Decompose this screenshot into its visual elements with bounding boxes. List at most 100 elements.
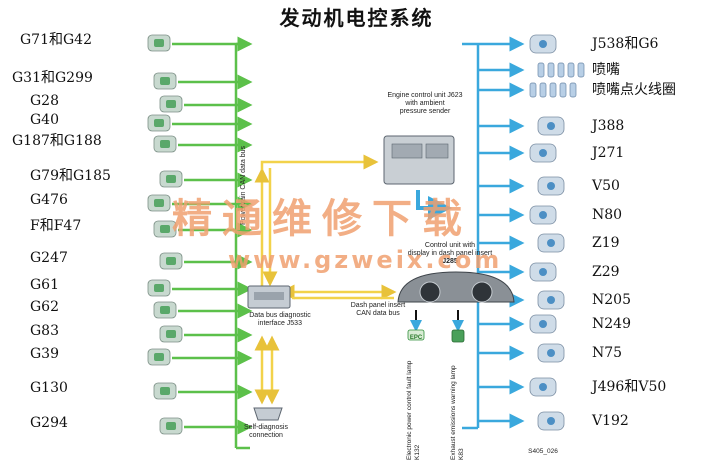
figure-code: S405_026 [528,448,558,455]
dash-label-line1: Control unit with [424,242,476,249]
input-sensor-label: G62 [30,299,59,315]
output-actuator-label: V50 [592,178,620,194]
diagnosis-connector-icon [253,407,283,421]
injector-icon [557,62,565,78]
gauge-icon [471,281,493,303]
injector-icon [569,82,577,98]
gauge-icon [419,281,441,303]
sensor-connector-icon [166,257,176,265]
actuator-core-icon [547,182,555,190]
ecu-connector-icon [391,143,423,159]
ecu-unit-icon [383,135,455,185]
actuator-core-icon [539,320,547,328]
watermark-text: 精通维修下载 [172,196,472,242]
actuator-core-icon [547,417,555,425]
epc-lamp-icon [407,329,425,341]
ecu-output-arrow [416,190,452,220]
output-actuator-label: Z19 [592,235,620,251]
output-actuator-label: 喷嘴 [592,62,620,78]
ecu-connector-icon [425,143,449,159]
watermark-url: www.gzweix.com [228,246,503,274]
actuator-core-icon [539,211,547,219]
can-label-line1: Dash panel insert [350,302,406,309]
gateway-connector-icon [254,292,284,300]
input-sensor-label: G39 [30,346,59,362]
actuator-core-icon [539,383,547,391]
input-sensor-label: G187和G188 [12,133,102,149]
injector-icon [549,82,557,98]
input-sensor-label: G31和G299 [12,70,93,86]
injector-icon [577,62,585,78]
sensor-connector-icon [154,199,164,207]
gateway-label-line2: interface J533 [258,320,302,327]
can-label-line2: CAN data bus [356,310,400,317]
sensor-connector-icon [166,422,176,430]
output-actuator-label: N75 [592,345,623,361]
injector-icon [567,62,575,78]
input-sensor-label: G79和G185 [30,168,111,184]
gateway-label-line1: Data bus diagnostic [249,312,311,319]
actuator-core-icon [539,268,547,276]
sensor-connector-icon [154,353,164,361]
actuator-core-icon [539,149,547,157]
output-actuator-label: 喷嘴点火线圈 [592,82,676,98]
input-sensor-label: G130 [30,380,68,396]
ecu-label-line3: pressure sender [399,108,451,115]
ecu-label: Engine control unit J623 with ambient pr… [370,92,480,116]
input-sensor-label: G28 [30,93,59,109]
self-diagnosis-label: Self-diagnosis connection [236,424,296,440]
gateway-label: Data bus diagnostic interface J533 [240,312,320,328]
sensor-connector-icon [160,225,170,233]
dash-panel-label: Control unit with display in dash panel … [395,242,505,266]
actuator-core-icon [547,296,555,304]
dash-panel-icon [397,271,515,303]
actuator-core-icon [547,239,555,247]
sensor-connector-icon [154,39,164,47]
input-sensor-label: G476 [30,192,68,208]
input-sensor-label: G83 [30,323,59,339]
sensor-connector-icon [160,140,170,148]
output-actuator-label: J271 [592,145,625,161]
sensor-connector-icon [166,330,176,338]
dash-label-line3: J285 [442,258,458,265]
output-actuator-label: J496和V50 [592,379,667,395]
output-actuator-label: J538和G6 [592,36,659,52]
actuator-core-icon [539,40,547,48]
input-sensor-label: G294 [30,415,68,431]
injector-icon [537,62,545,78]
input-sensor-label: F和F47 [30,218,82,234]
sensor-connector-icon [160,387,170,395]
sensor-connector-icon [154,119,164,127]
dash-label-line2: display in dash panel insert [407,250,493,257]
ecu-can-link [260,154,379,170]
can-bus-label: Dash panel insert CAN data bus [338,302,418,318]
sensor-connector-icon [166,100,176,108]
output-actuator-label: N205 [592,292,631,308]
input-sensor-label: G61 [30,277,59,293]
output-actuator-label: N80 [592,207,623,223]
injector-icon [559,82,567,98]
actuator-core-icon [547,122,555,130]
input-sensor-label: G40 [30,112,59,128]
sensor-connector-icon [160,306,170,314]
self-diag-line2: connection [249,432,283,439]
injector-icon [529,82,537,98]
sensor-connector-icon [166,175,176,183]
ecu-label-line1: Engine control unit J623 [387,92,463,99]
diagram-title: 发动机电控系统 [279,6,434,30]
output-actuator-label: N249 [592,316,631,332]
actuator-core-icon [547,349,555,357]
emission-lamp-label: Exhaust emissions warning lamp K83 [450,365,465,460]
epc-lamp-label: Electronic power control fault lamp K132 [406,360,421,460]
output-actuator-label: V192 [592,413,629,429]
sensor-connector-icon [154,284,164,292]
emission-lamp-icon [451,329,465,343]
input-sensor-label: G71和G42 [20,32,92,48]
epc-badge: EPC [409,335,423,341]
self-diag-line1: Self-diagnosis [244,424,288,431]
ecu-label-line2: with ambient [405,100,445,107]
input-sensor-label: G247 [30,250,68,266]
injector-icon [547,62,555,78]
